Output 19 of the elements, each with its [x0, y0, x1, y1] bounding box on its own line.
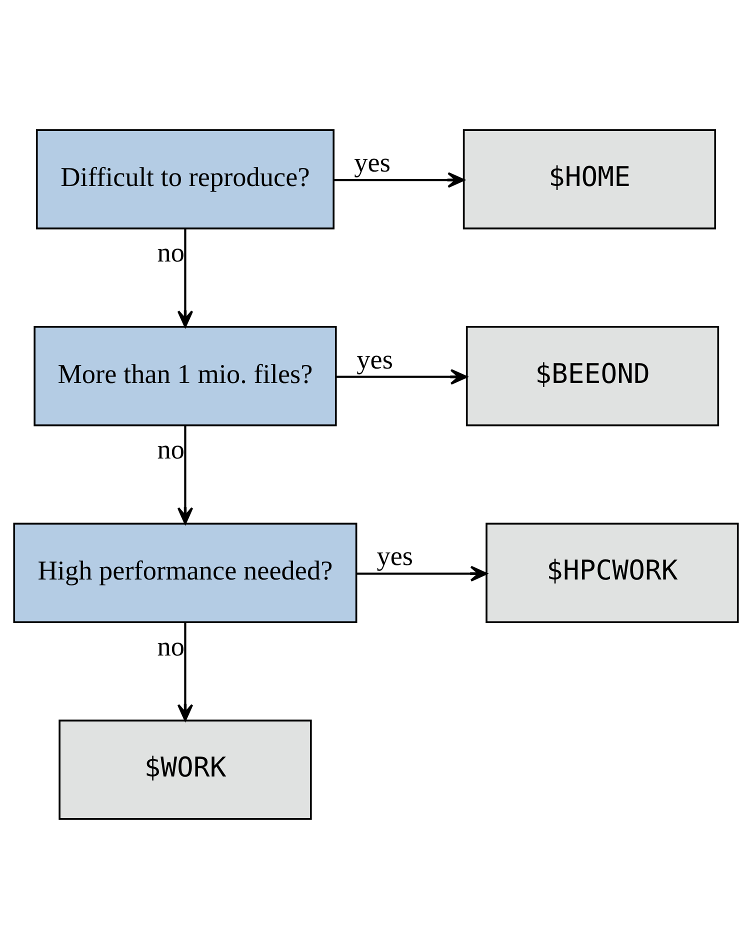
edge-label: yes [354, 147, 390, 178]
edge-label: no [157, 630, 184, 661]
arrow [177, 228, 194, 327]
node-box: $HPCWORK [486, 522, 739, 623]
arrow [334, 172, 465, 188]
node-box: Difficult to reproduce? [36, 128, 335, 229]
arrow [356, 565, 488, 582]
arrow [177, 622, 194, 721]
node-box: $BEEOND [466, 325, 720, 426]
node-box: More than 1 mio. files? [34, 325, 337, 426]
edge-label: no [157, 237, 184, 268]
arrow [336, 368, 468, 384]
edge-label: yes [356, 344, 393, 374]
node-box: $WORK [58, 719, 312, 820]
edge-label: yes [376, 540, 414, 571]
node-box: High performance needed? [13, 522, 358, 623]
edge-label: no [157, 434, 184, 464]
node-box: $HOME [462, 128, 716, 229]
arrow [177, 425, 194, 524]
